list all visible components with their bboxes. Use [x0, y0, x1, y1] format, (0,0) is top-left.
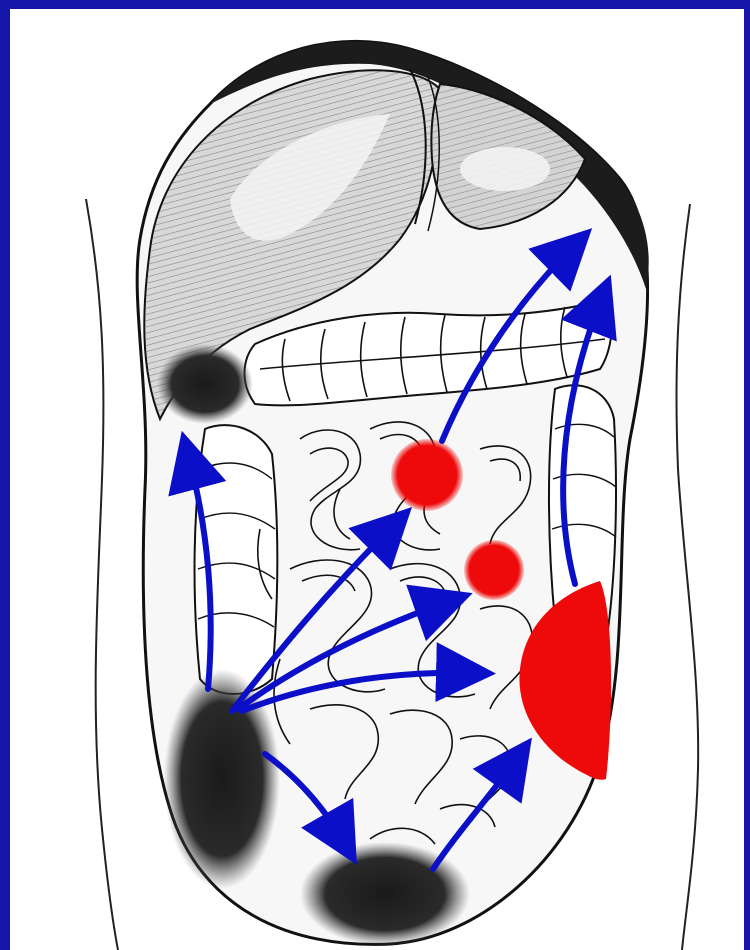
stomach-highlight — [460, 147, 550, 191]
abdomen-diagram — [10, 9, 744, 950]
left-flank-line — [86, 199, 118, 950]
figure-canvas — [10, 9, 744, 950]
right-flank-line — [677, 204, 699, 950]
abscess-upper — [391, 439, 463, 511]
right-subhepatic-shadow — [157, 344, 253, 424]
abscess-middle — [464, 540, 524, 600]
